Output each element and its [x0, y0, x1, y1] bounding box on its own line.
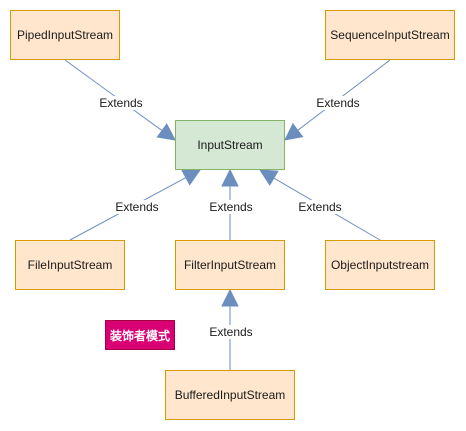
inheritance-arrowhead-icon: [259, 169, 279, 186]
edge-label-sequence-to-input: Extends: [314, 96, 362, 110]
edge-label-piped-to-input: Extends: [97, 96, 145, 110]
edge-label-filter-to-input: Extends: [207, 200, 255, 214]
decorator-pattern-tag: 装饰者模式: [105, 320, 175, 350]
node-input-stream[interactable]: InputStream: [175, 120, 285, 170]
inheritance-arrowhead-icon: [181, 169, 201, 186]
edge-sequence-to-input[interactable]: [297, 59, 391, 131]
node-object-input-stream[interactable]: ObjectInputstream: [325, 240, 435, 290]
inheritance-arrowhead-icon: [221, 168, 239, 187]
edge-piped-to-input[interactable]: [64, 59, 163, 131]
node-piped-input-stream[interactable]: PipedInputStream: [10, 10, 120, 60]
inheritance-arrowhead-icon: [221, 288, 239, 307]
edge-label-object-to-input: Extends: [296, 200, 344, 214]
inheritance-arrowhead-icon: [284, 122, 304, 141]
node-filter-input-stream[interactable]: FilterInputStream: [175, 240, 285, 290]
node-sequence-input-stream[interactable]: SequenceInputStream: [325, 10, 455, 60]
edge-label-buffered-to-filter: Extends: [207, 325, 255, 339]
edge-label-file-to-input: Extends: [113, 200, 161, 214]
node-buffered-input-stream[interactable]: BufferedInputStream: [165, 370, 295, 420]
node-file-input-stream[interactable]: FileInputStream: [15, 240, 125, 290]
inheritance-arrowhead-icon: [156, 123, 176, 141]
